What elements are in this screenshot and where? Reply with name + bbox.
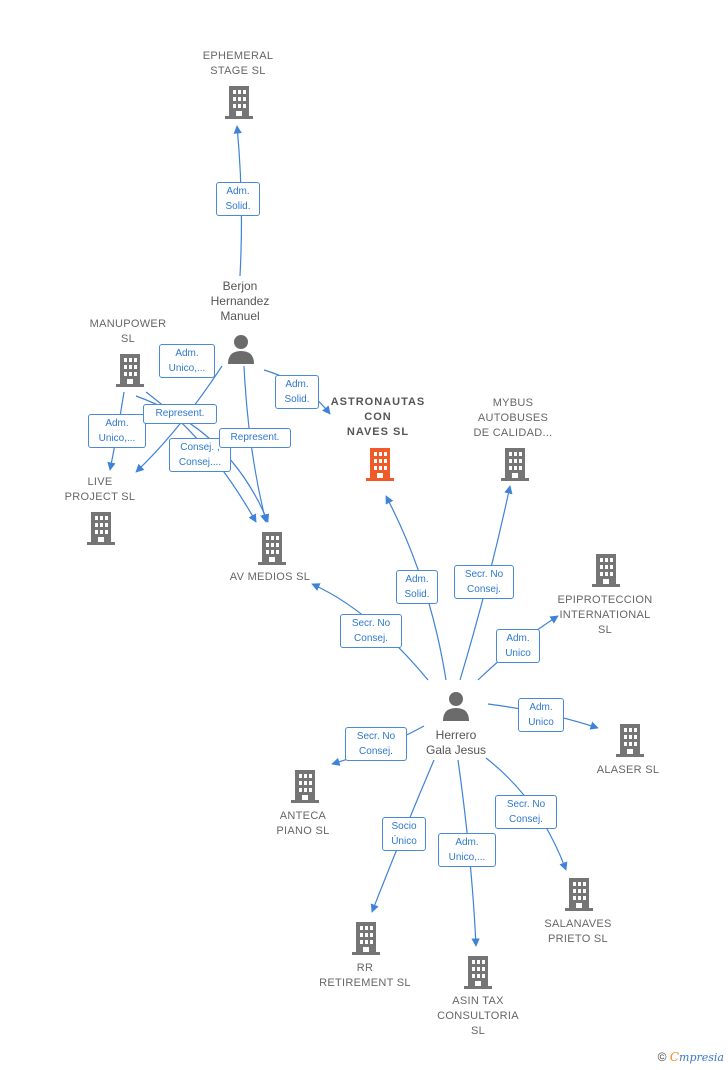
- building-icon[interactable]: [114, 352, 146, 388]
- company-avmedios[interactable]: AV MEDIOS SL: [215, 570, 325, 585]
- person-herrero[interactable]: Herrero Gala Jesus: [404, 728, 508, 758]
- company-live[interactable]: LIVE PROJECT SL: [50, 475, 150, 505]
- relation-label[interactable]: Adm. Solid.: [275, 375, 319, 409]
- edge-berjon-live: [135, 365, 223, 473]
- relation-label[interactable]: Adm. Unico,...: [438, 833, 496, 867]
- company-epiproteccion[interactable]: EPIPROTECCION INTERNATIONAL SL: [546, 593, 664, 638]
- relation-label[interactable]: Secr. No Consej.: [495, 795, 557, 829]
- building-icon[interactable]: [223, 84, 255, 120]
- relation-label[interactable]: Adm. Unico: [518, 698, 564, 732]
- company-ephemeral[interactable]: EPHEMERAL STAGE SL: [188, 49, 288, 79]
- relation-label[interactable]: Adm. Unico: [496, 629, 540, 663]
- company-alaser[interactable]: ALASER SL: [582, 763, 674, 778]
- company-label: LIVE PROJECT SL: [64, 476, 136, 503]
- building-icon[interactable]: [614, 722, 646, 758]
- relation-label[interactable]: Adm. Solid.: [396, 570, 438, 604]
- company-label: EPIPROTECCION INTERNATIONAL SL: [557, 594, 653, 636]
- company-salanaves[interactable]: SALANAVES PRIETO SL: [526, 917, 630, 947]
- company-rr[interactable]: RR RETIREMENT SL: [306, 961, 424, 991]
- company-manupower[interactable]: MANUPOWER SL: [78, 317, 178, 347]
- building-icon[interactable]: [85, 510, 117, 546]
- person-icon[interactable]: [226, 333, 256, 365]
- building-icon[interactable]: [462, 954, 494, 990]
- company-label: SALANAVES PRIETO SL: [544, 918, 612, 945]
- person-label: Herrero Gala Jesus: [425, 728, 487, 757]
- relation-label[interactable]: Secr. No Consej.: [454, 565, 514, 599]
- company-label: MYBUS AUTOBUSES DE CALIDAD...: [473, 397, 553, 439]
- relation-label[interactable]: Adm. Unico,...: [159, 344, 215, 378]
- company-label: ALASER SL: [596, 764, 660, 776]
- relation-label[interactable]: Socio Único: [382, 817, 426, 851]
- relation-label[interactable]: Secr. No Consej.: [345, 727, 407, 761]
- relation-label[interactable]: Represent.: [143, 404, 217, 424]
- relation-label[interactable]: Adm. Unico,...: [88, 414, 146, 448]
- building-icon[interactable]: [350, 920, 382, 956]
- relation-label[interactable]: Secr. No Consej.: [340, 614, 402, 648]
- person-berjon[interactable]: Berjon Hernandez Manuel: [188, 279, 292, 324]
- company-anteca[interactable]: ANTECA PIANO SL: [253, 809, 353, 839]
- company-label: MANUPOWER SL: [89, 318, 167, 345]
- company-label: ASTRONAUTAS CON NAVES SL: [330, 396, 426, 438]
- building-icon-highlight[interactable]: [364, 446, 396, 482]
- person-icon[interactable]: [441, 690, 471, 722]
- relation-label[interactable]: Adm. Solid.: [216, 182, 260, 216]
- building-icon[interactable]: [590, 552, 622, 588]
- relation-label[interactable]: Represent.: [219, 428, 291, 448]
- company-astronautas[interactable]: ASTRONAUTAS CON NAVES SL: [318, 395, 438, 440]
- copyright-icon: ©: [657, 1050, 667, 1064]
- building-icon[interactable]: [289, 768, 321, 804]
- brand-logo-text: mpresia: [679, 1051, 724, 1064]
- company-label: AV MEDIOS SL: [229, 571, 311, 583]
- building-icon[interactable]: [499, 446, 531, 482]
- person-label: Berjon Hernandez Manuel: [210, 279, 270, 323]
- company-mybus[interactable]: MYBUS AUTOBUSES DE CALIDAD...: [458, 396, 568, 441]
- company-asintax[interactable]: ASIN TAX CONSULTORIA SL: [422, 994, 534, 1039]
- company-label: ANTECA PIANO SL: [276, 810, 330, 837]
- company-label: EPHEMERAL STAGE SL: [202, 50, 274, 77]
- building-icon[interactable]: [256, 530, 288, 566]
- company-label: RR RETIREMENT SL: [319, 962, 411, 989]
- company-label: ASIN TAX CONSULTORIA SL: [437, 995, 519, 1037]
- building-icon[interactable]: [563, 876, 595, 912]
- footer-brand: © Cmpresia: [658, 1050, 724, 1064]
- brand-logo-initial: C: [669, 1050, 680, 1064]
